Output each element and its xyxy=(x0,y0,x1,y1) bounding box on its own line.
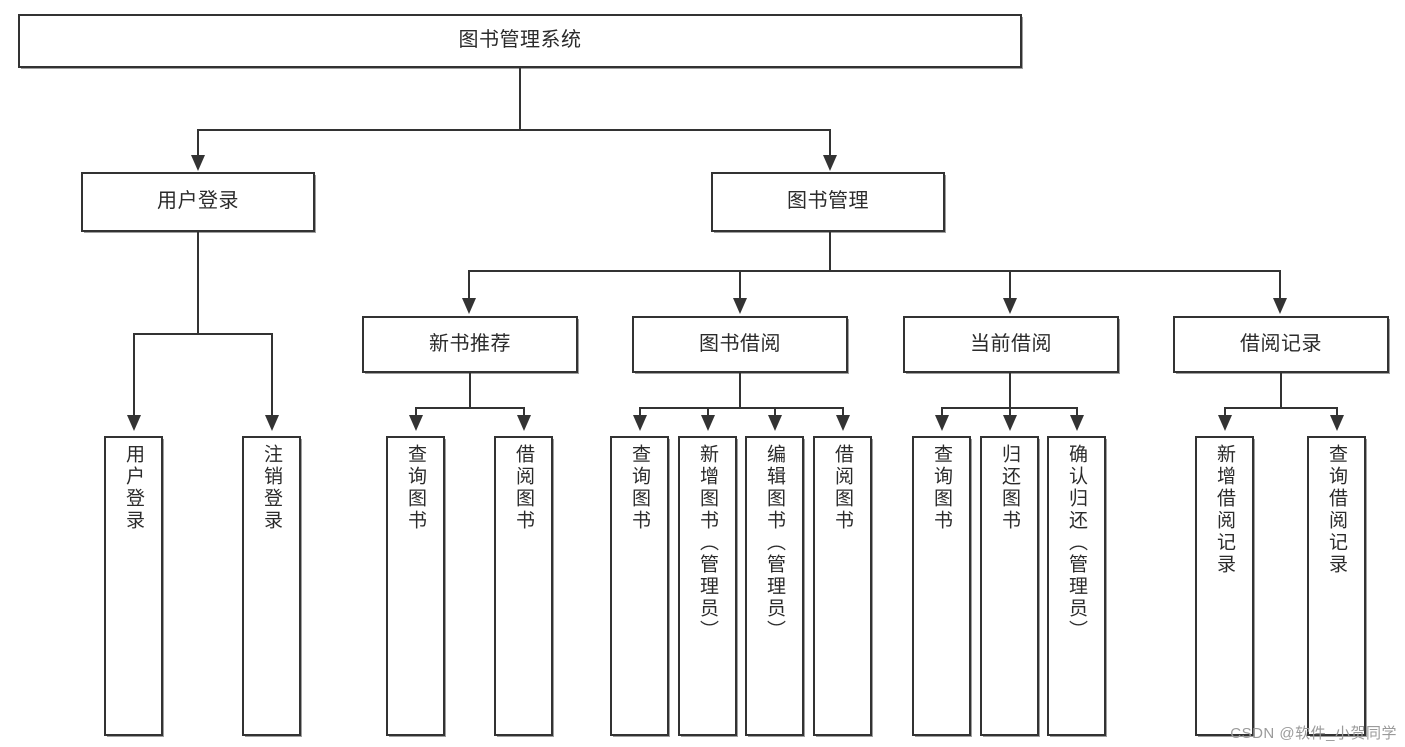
connector-book-management-stem xyxy=(829,232,831,271)
arrow-cb-leaf-2 xyxy=(1003,415,1017,431)
connector-bm-drop-1 xyxy=(468,270,470,300)
node-user-login[interactable]: 用户登录 xyxy=(81,172,315,232)
arrow-root-to-user-login xyxy=(191,155,205,171)
connector-bm-drop-4 xyxy=(1279,270,1281,300)
connector-cb-drop-1 xyxy=(941,407,943,418)
leaf-return-book[interactable]: 归还图书 xyxy=(980,436,1039,736)
connector-cb-drop-3 xyxy=(1076,407,1078,418)
node-label: 借阅图书 xyxy=(513,444,534,532)
node-label: 查询图书 xyxy=(931,444,952,532)
leaf-edit-book-admin[interactable]: 编辑图书（管理员） xyxy=(745,436,804,736)
arrow-user-login-leaf-2 xyxy=(265,415,279,431)
node-label: 图书借阅 xyxy=(699,332,781,355)
node-label: 注销登录 xyxy=(261,444,282,532)
arrow-nbr-leaf-2 xyxy=(517,415,531,431)
connector-user-login-bus xyxy=(133,333,273,335)
connector-nbr-drop-2 xyxy=(523,407,525,418)
connector-br-drop-1 xyxy=(1224,407,1226,418)
connector-cb-stem xyxy=(1009,373,1011,408)
arrow-cb-leaf-3 xyxy=(1070,415,1084,431)
arrow-br-leaf-2 xyxy=(1330,415,1344,431)
leaf-query-book-current[interactable]: 查询图书 xyxy=(912,436,971,736)
arrow-bm-to-borrow-record xyxy=(1273,298,1287,314)
node-label: 当前借阅 xyxy=(970,332,1052,355)
node-root-system[interactable]: 图书管理系统 xyxy=(18,14,1022,68)
connector-bm-drop-2 xyxy=(739,270,741,300)
node-book-borrow[interactable]: 图书借阅 xyxy=(632,316,848,373)
connector-nbr-drop-1 xyxy=(415,407,417,418)
arrow-br-leaf-1 xyxy=(1218,415,1232,431)
node-label: 借阅图书 xyxy=(832,444,853,532)
connector-nbr-stem xyxy=(469,373,471,408)
connector-bb-drop-1 xyxy=(639,407,641,418)
node-label: 用户登录 xyxy=(123,444,144,532)
arrow-cb-leaf-1 xyxy=(935,415,949,431)
arrow-user-login-leaf-1 xyxy=(127,415,141,431)
arrow-bb-leaf-3 xyxy=(768,415,782,431)
connector-book-management-bus xyxy=(468,270,1279,272)
leaf-user-login[interactable]: 用户登录 xyxy=(104,436,163,736)
node-label: 查询图书 xyxy=(629,444,650,532)
node-label: 图书管理 xyxy=(787,190,869,213)
arrow-bm-to-current-borrow xyxy=(1003,298,1017,314)
node-label: 用户登录 xyxy=(157,190,239,213)
connector-user-login-stem xyxy=(197,232,199,334)
connector-bb-drop-4 xyxy=(842,407,844,418)
connector-root-bus xyxy=(197,129,831,131)
arrow-bb-leaf-4 xyxy=(836,415,850,431)
connector-nbr-bus xyxy=(415,407,525,409)
arrow-nbr-leaf-1 xyxy=(409,415,423,431)
node-label: 查询借阅记录 xyxy=(1326,444,1347,576)
connector-cb-drop-2 xyxy=(1009,407,1011,418)
connector-root-stem xyxy=(519,68,521,130)
arrow-bm-to-new-book-recommend xyxy=(462,298,476,314)
node-label: 确认归还（管理员） xyxy=(1066,444,1087,642)
leaf-query-book-borrow[interactable]: 查询图书 xyxy=(610,436,669,736)
node-label: 归还图书 xyxy=(999,444,1020,532)
connector-br-stem xyxy=(1280,373,1282,408)
connector-bb-stem xyxy=(739,373,741,408)
connector-bb-bus xyxy=(639,407,843,409)
connector-bm-drop-3 xyxy=(1009,270,1011,300)
node-borrow-record[interactable]: 借阅记录 xyxy=(1173,316,1389,373)
arrow-bb-leaf-1 xyxy=(633,415,647,431)
leaf-borrow-book-borrow[interactable]: 借阅图书 xyxy=(813,436,872,736)
node-label: 图书管理系统 xyxy=(458,29,582,52)
node-label: 新增图书（管理员） xyxy=(697,444,718,642)
connector-root-to-user-login xyxy=(197,129,199,159)
leaf-query-book-recommend[interactable]: 查询图书 xyxy=(386,436,445,736)
arrow-root-to-book-management xyxy=(823,155,837,171)
connector-bb-drop-3 xyxy=(774,407,776,418)
node-book-management[interactable]: 图书管理 xyxy=(711,172,945,232)
leaf-add-borrow-record[interactable]: 新增借阅记录 xyxy=(1195,436,1254,736)
connector-user-login-drop-2 xyxy=(271,333,273,418)
connector-br-bus xyxy=(1224,407,1338,409)
arrow-bb-leaf-2 xyxy=(701,415,715,431)
arrow-bm-to-book-borrow xyxy=(733,298,747,314)
leaf-borrow-book-recommend[interactable]: 借阅图书 xyxy=(494,436,553,736)
connector-br-drop-2 xyxy=(1336,407,1338,418)
node-label: 新增借阅记录 xyxy=(1214,444,1235,576)
node-label: 新书推荐 xyxy=(429,332,511,355)
node-label: 编辑图书（管理员） xyxy=(764,444,785,642)
connector-root-to-book-management xyxy=(829,129,831,159)
leaf-query-borrow-record[interactable]: 查询借阅记录 xyxy=(1307,436,1366,736)
node-label: 借阅记录 xyxy=(1240,332,1322,355)
connector-bb-drop-2 xyxy=(707,407,709,418)
connector-user-login-drop-1 xyxy=(133,333,135,418)
leaf-add-book-admin[interactable]: 新增图书（管理员） xyxy=(678,436,737,736)
node-current-borrow[interactable]: 当前借阅 xyxy=(903,316,1119,373)
leaf-logout-login[interactable]: 注销登录 xyxy=(242,436,301,736)
node-label: 查询图书 xyxy=(405,444,426,532)
leaf-confirm-return-admin[interactable]: 确认归还（管理员） xyxy=(1047,436,1106,736)
node-new-book-recommend[interactable]: 新书推荐 xyxy=(362,316,578,373)
